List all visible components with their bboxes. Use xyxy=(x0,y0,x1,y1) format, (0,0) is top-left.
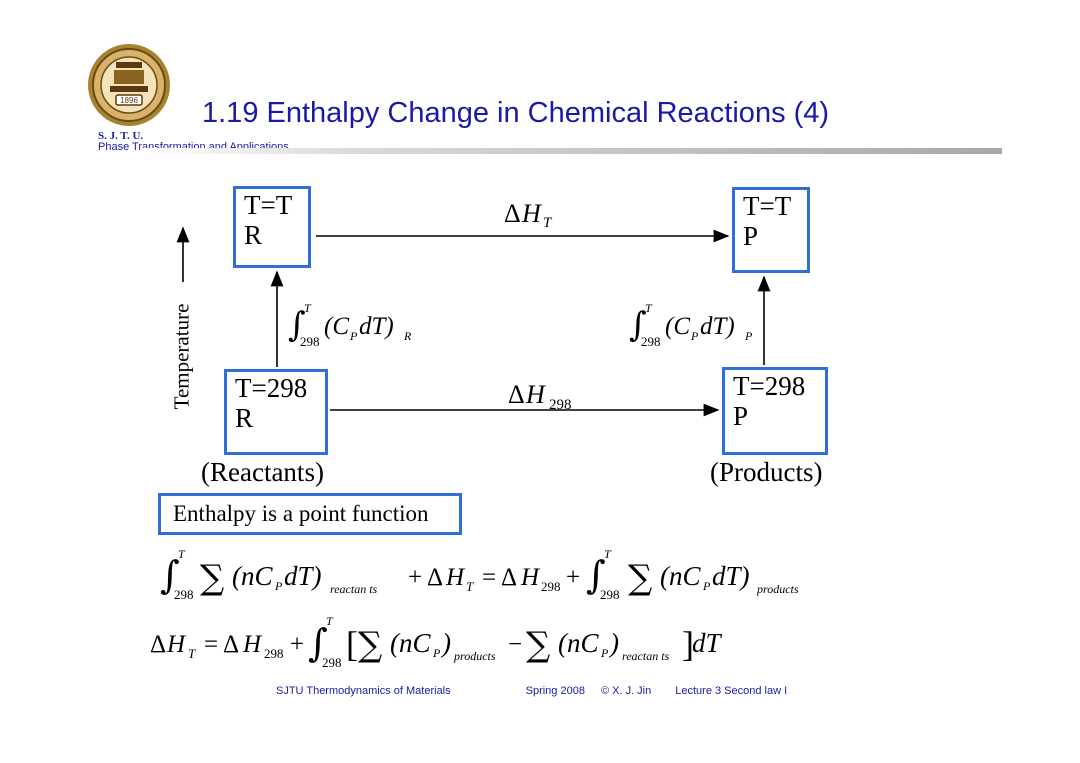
svg-text:P: P xyxy=(690,329,699,343)
svg-text:T: T xyxy=(304,301,312,315)
sjtu-logo-icon: 1896 xyxy=(88,44,170,126)
svg-text:∫: ∫ xyxy=(288,305,306,345)
svg-text:∫: ∫ xyxy=(586,553,606,597)
temperature-axis-label: Temperature xyxy=(169,303,194,410)
svg-text:(nC: (nC xyxy=(660,561,701,591)
svg-text:∫: ∫ xyxy=(629,305,647,345)
footer-term: Spring 2008 xyxy=(525,685,585,697)
svg-text:R: R xyxy=(403,329,412,343)
logo-text: S. J. T. U. xyxy=(98,130,144,142)
footer-course: SJTU Thermodynamics of Materials xyxy=(276,685,451,697)
svg-text:298: 298 xyxy=(549,397,572,413)
svg-text:298: 298 xyxy=(600,587,620,602)
right-integral-label: ∫ T 298 (C P dT) P xyxy=(629,301,753,349)
svg-text:): ) xyxy=(440,628,451,658)
svg-text:H: H xyxy=(242,631,263,658)
svg-text:dT): dT) xyxy=(284,561,322,591)
svg-text:P: P xyxy=(274,579,283,593)
page-title: 1.19 Enthalpy Change in Chemical Reactio… xyxy=(202,97,830,129)
svg-text:T: T xyxy=(543,215,553,230)
svg-text:(nC: (nC xyxy=(232,561,273,591)
svg-text:298: 298 xyxy=(641,334,661,349)
svg-text:H: H xyxy=(520,564,541,591)
svg-text:298: 298 xyxy=(174,587,194,602)
svg-text:= Δ: = Δ xyxy=(482,564,517,591)
state-box-tp: T=T P xyxy=(732,187,810,273)
svg-text:∫: ∫ xyxy=(160,553,180,597)
svg-text:dT): dT) xyxy=(712,561,750,591)
svg-text:(nC: (nC xyxy=(558,628,599,658)
svg-text:∑: ∑ xyxy=(628,558,652,598)
delta-h-298-label: Δ H 298 xyxy=(508,380,572,413)
state-box-tr: T=T R xyxy=(233,186,311,268)
svg-text:Δ: Δ xyxy=(508,380,525,409)
footer-author: © X. J. Jin xyxy=(600,685,652,697)
footer: SJTU Thermodynamics of Materials Spring 2… xyxy=(276,685,787,697)
svg-text:T: T xyxy=(645,301,653,315)
equation-1: ∫ T 298 ∑ (nC P dT) reactan ts + Δ H T =… xyxy=(160,547,799,602)
note-box: Enthalpy is a point function xyxy=(158,493,462,535)
svg-text:[: [ xyxy=(346,624,358,664)
svg-text:Δ: Δ xyxy=(150,631,166,658)
svg-text:H: H xyxy=(445,564,466,591)
svg-text:reactan ts: reactan ts xyxy=(330,582,378,596)
svg-text:298: 298 xyxy=(300,334,320,349)
svg-text:T: T xyxy=(604,547,612,561)
svg-text:dT): dT) xyxy=(359,313,394,340)
svg-text:reactan ts: reactan ts xyxy=(622,649,670,663)
caption-products: (Products) xyxy=(710,457,823,487)
svg-text:+ Δ: + Δ xyxy=(408,564,443,591)
state-box-298r: T=298 R xyxy=(224,369,328,455)
svg-text:∫: ∫ xyxy=(308,621,328,665)
svg-text:= Δ: = Δ xyxy=(204,631,239,658)
equation-2: Δ H T = Δ H 298 + ∫ T 298 [ ∑ (nC P ) pr… xyxy=(150,614,723,670)
svg-text:): ) xyxy=(608,628,619,658)
svg-text:(C: (C xyxy=(324,313,349,340)
svg-text:+: + xyxy=(566,564,580,591)
svg-text:298: 298 xyxy=(541,579,561,594)
svg-text:−: − xyxy=(508,631,522,658)
svg-text:+: + xyxy=(290,631,304,658)
svg-text:T: T xyxy=(178,547,186,561)
svg-text:T: T xyxy=(188,646,196,661)
svg-text:]: ] xyxy=(682,624,694,664)
svg-text:P: P xyxy=(349,329,358,343)
svg-text:dT): dT) xyxy=(700,313,735,340)
caption-reactants: (Reactants) xyxy=(201,457,324,487)
svg-text:P: P xyxy=(702,579,711,593)
svg-text:P: P xyxy=(432,646,441,660)
svg-text:T: T xyxy=(466,579,474,594)
svg-text:P: P xyxy=(600,646,609,660)
svg-text:products: products xyxy=(453,649,496,663)
delta-h-t-label: Δ H T xyxy=(504,199,553,230)
state-box-298p: T=298 P xyxy=(722,367,828,455)
footer-lecture: Lecture 3 Second law I xyxy=(675,685,788,697)
svg-text:P: P xyxy=(744,329,753,343)
left-integral-label: ∫ T 298 (C P dT) R xyxy=(288,301,412,349)
header-divider xyxy=(140,148,1002,154)
svg-text:H: H xyxy=(525,380,546,409)
svg-text:∑: ∑ xyxy=(526,625,550,665)
svg-text:(nC: (nC xyxy=(390,628,431,658)
svg-text:1896: 1896 xyxy=(120,96,138,105)
svg-text:Δ: Δ xyxy=(504,199,521,228)
svg-text:∑: ∑ xyxy=(358,625,382,665)
svg-text:H: H xyxy=(166,631,187,658)
svg-text:dT: dT xyxy=(692,628,723,658)
svg-text:∑: ∑ xyxy=(200,558,224,598)
svg-text:(C: (C xyxy=(665,313,690,340)
svg-text:298: 298 xyxy=(322,655,342,670)
svg-text:products: products xyxy=(756,582,799,596)
svg-text:T: T xyxy=(326,614,334,628)
svg-text:H: H xyxy=(521,199,542,228)
svg-text:298: 298 xyxy=(264,646,284,661)
